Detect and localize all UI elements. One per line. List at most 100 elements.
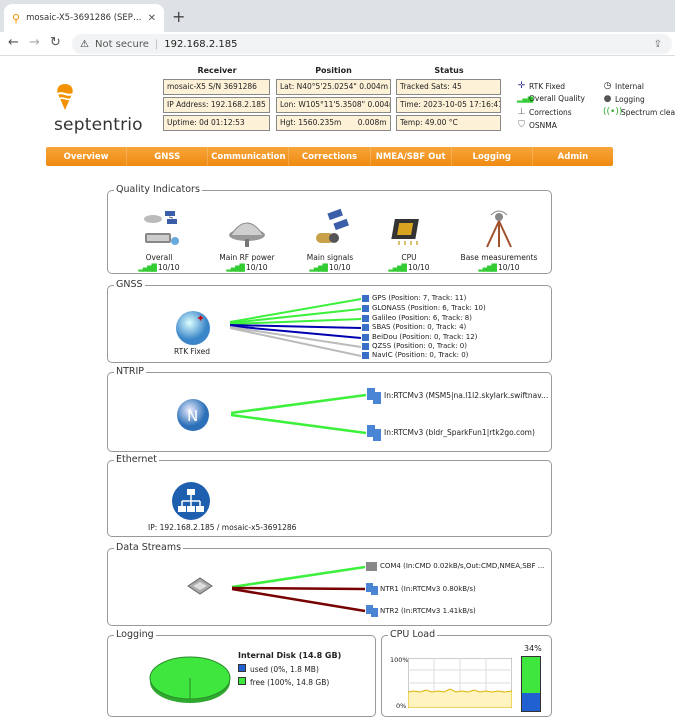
stream-ntr2[interactable]: NTR2 (In:RTCMv3 1.41kB/s) (380, 607, 476, 615)
septentrio-favicon-icon: ⚲ (12, 11, 21, 25)
crosshair-icon: ✛ (517, 81, 526, 91)
legend-logging: ●Logging (603, 94, 645, 104)
gnss-gps[interactable]: GPS (Position: 7, Track: 11) (372, 294, 467, 302)
receiver-ip: IP Address: 192.168.2.185 (163, 97, 270, 113)
quality-panel: Quality Indicators Overall ▂▄▆█10/10 Mai… (107, 184, 552, 274)
browser-tabstrip: ⚲ mosaic-X5-3691286 (SEPT) - Se ✕ + (0, 0, 675, 32)
ntrip-stream-2[interactable]: In:RTCMv3 (bldr_SparkFun1|rtk2go.com) (384, 428, 535, 437)
disk-icon: ● (603, 94, 612, 104)
clock-icon: ◷ (603, 81, 612, 91)
legend-rtk-fixed: ✛RTK Fixed (517, 81, 565, 91)
cpu-percent: 34% (524, 644, 542, 653)
menu-gnss[interactable]: GNSS (127, 147, 209, 166)
quality-main-rf-power[interactable]: Main RF power ▂▄▆█10/10 (208, 207, 286, 272)
gnss-beidou[interactable]: BeiDou (Position: 0, Track: 12) (372, 333, 478, 341)
quality-base-measurements[interactable]: Base measurements ▂▄▆█10/10 (454, 207, 544, 272)
warning-icon[interactable]: ⚠ (80, 38, 89, 50)
position-lon: Lon: W105°11'5.3508" 0.004m (276, 97, 391, 113)
receiver-title: Receiver (197, 66, 237, 75)
browser-toolbar: ← → ↻ ⚠ Not secure | 192.168.2.185 ⇪ (0, 32, 675, 56)
gnss-status: RTK Fixed (174, 347, 210, 356)
free-swatch (238, 677, 246, 685)
legend-spectrum-clean: ((•))Spectrum clean (603, 107, 675, 117)
menu-nmea-sbf-out[interactable]: NMEA/SBF Out (371, 147, 452, 166)
stream-ntr1[interactable]: NTR1 (In:RTCMv3 0.80kB/s) (380, 585, 476, 593)
globe-icon (176, 311, 210, 345)
ntrip-panel: NTRIP N In:RTCMv3 (MSM5|na.l1l2.skylark.… (107, 366, 552, 452)
address-bar[interactable]: ⚠ Not secure | 192.168.2.185 ⇪ (72, 34, 672, 54)
logging-used: used (0%, 1.8 MB) (238, 664, 319, 674)
gnss-panel: GNSS RTK Fixed GPS (Position: 7, Track: … (107, 279, 552, 363)
status-title: Status (434, 66, 464, 75)
close-tab-icon[interactable]: ✕ (147, 12, 156, 24)
forward-icon[interactable]: → (29, 35, 40, 50)
receiver-uptime: Uptime: 0d 01:12:53 (163, 115, 270, 131)
logging-disk: Internal Disk (14.8 GB) (238, 651, 342, 660)
cpu-axis-bottom: 0% (396, 702, 407, 710)
brand-name: septentrio (54, 115, 143, 135)
gnss-qzss[interactable]: QZSS (Position: 0, Track: 0) (372, 342, 467, 350)
cpu-history-chart (408, 658, 512, 708)
logging-title: Logging (114, 629, 156, 640)
legend-internal: ◷Internal (603, 81, 644, 91)
ethernet-panel: Ethernet IP: 192.168.2.185 / mosaic-x5-3… (107, 454, 552, 537)
reload-icon[interactable]: ↻ (50, 35, 61, 50)
position-title: Position (315, 66, 352, 75)
menu-communication[interactable]: Communication (208, 147, 290, 166)
menu-admin[interactable]: Admin (557, 151, 589, 162)
legend-overall-quality: ▂▄▆Overall Quality (517, 94, 585, 103)
gnss-links (176, 295, 369, 359)
cpu-panel: CPU Load 100% 0% 34% (381, 629, 552, 717)
cpu-title: CPU Load (388, 629, 438, 640)
quality-overall[interactable]: Overall ▂▄▆█10/10 (120, 207, 198, 272)
network-icon (172, 482, 210, 520)
gnss-navic[interactable]: NavIC (Position: 0, Track: 0) (372, 351, 469, 359)
receiver-satellite-icon (144, 211, 179, 245)
ethernet-info: IP: 192.168.2.185 / mosaic-x5-3691286 (148, 523, 297, 532)
used-swatch (238, 664, 246, 672)
ntrip-stream-1[interactable]: In:RTCMv3 (MSM5|na.l1l2.skylark.swiftnav… (384, 391, 549, 400)
disk-usage-pie (149, 656, 231, 703)
ethernet-title: Ethernet (114, 454, 159, 465)
datastreams-title: Data Streams (114, 542, 184, 553)
datastreams-panel: Data Streams COM4 (In:CMD 0.02kB/s,Out:C… (107, 542, 552, 626)
stream-com4[interactable]: COM4 (In:CMD 0.02kB/s,Out:CMD,NMEA,SBF .… (380, 562, 545, 570)
new-tab-icon[interactable]: + (172, 7, 186, 26)
url-text[interactable]: 192.168.2.185 (164, 38, 238, 50)
security-label: Not secure (94, 38, 149, 50)
share-icon[interactable]: ⇪ (653, 38, 662, 50)
main-menu: Overview GNSS Communication Corrections … (46, 147, 613, 166)
tab-title: mosaic-X5-3691286 (SEPT) - Se (26, 13, 142, 23)
gnss-sbas[interactable]: SBAS (Position: 0, Track: 4) (372, 323, 467, 331)
receiver-model: mosaic-X5 S/N 3691286 (163, 79, 270, 95)
shield-icon: ⛉ (518, 120, 525, 130)
status-sats: Tracked Sats: 45 (396, 79, 501, 95)
menu-corrections[interactable]: Corrections (289, 147, 371, 166)
gnss-glonass[interactable]: GLONASS (Position: 6, Track: 10) (372, 304, 486, 312)
web-page: septentrio Receiver Position Status mosa… (0, 57, 675, 720)
ntrip-links: N (177, 388, 381, 441)
quality-cpu[interactable]: CPU ▂▄▆█10/10 (370, 207, 448, 272)
antenna-icon (229, 222, 265, 247)
datastream-links (187, 562, 378, 617)
satellite-icon (316, 208, 349, 243)
signal-bars-icon: ▂▄▆ (517, 94, 534, 103)
logging-panel: Logging Internal Disk (14.8 GB) used (0%… (107, 629, 376, 717)
logging-free: free (100%, 14.8 GB) (238, 677, 329, 687)
position-lat: Lat: N40°5'25.0254" 0.004m (276, 79, 391, 95)
antenna-icon: ⊥ (517, 107, 526, 117)
browser-tab[interactable]: ⚲ mosaic-X5-3691286 (SEPT) - Se ✕ (4, 4, 164, 32)
cpu-chip-icon (391, 219, 419, 245)
back-icon[interactable]: ← (8, 35, 19, 50)
cpu-axis-top: 100% (390, 656, 409, 664)
svg-text:N: N (187, 407, 198, 425)
cpu-load-bar (521, 656, 541, 712)
gnss-title: GNSS (114, 279, 145, 290)
legend-osnma: ⛉OSNMA (518, 120, 557, 130)
menu-overview[interactable]: Overview (46, 147, 128, 166)
gnss-galileo[interactable]: Galileo (Position: 6, Track: 8) (372, 314, 472, 322)
ntrip-title: NTRIP (114, 366, 147, 377)
quality-main-signals[interactable]: Main signals ▂▄▆█10/10 (291, 207, 369, 272)
status-temp: Temp: 49.00 °C (396, 115, 501, 131)
menu-logging[interactable]: Logging (452, 147, 533, 166)
